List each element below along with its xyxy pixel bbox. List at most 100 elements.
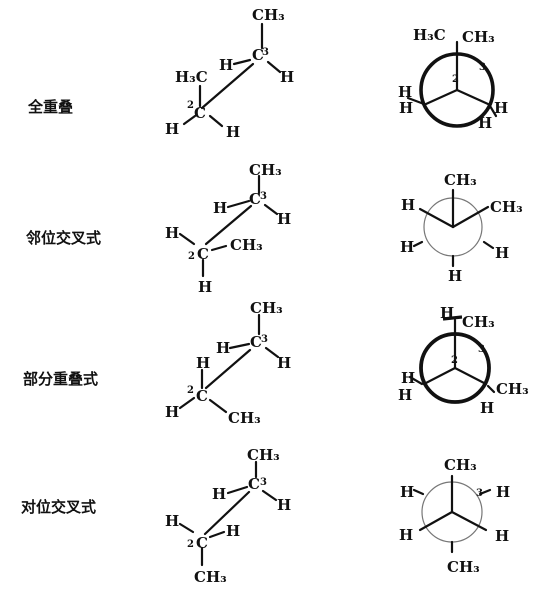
atom-label: H xyxy=(440,304,454,322)
carbon-number: 3 xyxy=(261,334,268,345)
carbon-number: 3 xyxy=(476,488,483,499)
bond xyxy=(228,342,251,350)
bond xyxy=(455,88,490,106)
bond xyxy=(208,530,226,539)
newman-projection: CH₃ CH₃ H H H H xyxy=(400,171,523,285)
bond xyxy=(406,96,426,106)
atom-label: H xyxy=(219,56,233,74)
atom-label: CH₃ xyxy=(250,299,283,317)
atom-label: CH₃ xyxy=(247,446,280,464)
carbon-number: 3 xyxy=(262,47,269,58)
atom-label: H xyxy=(198,278,212,296)
bond xyxy=(486,384,496,394)
atom-label: H xyxy=(400,483,414,501)
newman-projection: H CH₃ 2 3 H H H CH₃ xyxy=(398,304,529,417)
bond xyxy=(178,522,195,534)
atom-label: CH₃ xyxy=(249,161,282,179)
atom-label: H xyxy=(495,527,509,545)
atom-label: CH₃ xyxy=(447,558,480,576)
atom-label: CH₃ xyxy=(444,456,477,474)
atom-label: H xyxy=(448,267,462,285)
atom-label: H xyxy=(398,386,412,404)
atom-label: H xyxy=(213,199,227,217)
atom-label: CH₃ xyxy=(252,6,285,24)
atom-label: H xyxy=(401,196,415,214)
bond xyxy=(226,485,249,495)
atom-label: H xyxy=(165,120,179,138)
atom-label: C xyxy=(196,534,208,552)
carbon-number: 2 xyxy=(451,355,458,366)
bond xyxy=(478,488,492,496)
atom-label: CH₃ xyxy=(230,236,263,254)
bond xyxy=(408,375,424,386)
atom-label: C xyxy=(196,387,208,405)
bond xyxy=(208,398,228,414)
bond xyxy=(210,244,228,252)
bond xyxy=(424,88,459,106)
atom-label: H xyxy=(196,354,210,372)
bond xyxy=(203,490,251,536)
atom-label: H xyxy=(496,483,510,501)
atom-label: CH₃ xyxy=(228,409,261,427)
atom-label: H xyxy=(401,369,415,387)
atom-label: H xyxy=(494,99,508,117)
bond xyxy=(208,114,224,128)
row-label: 部分重叠式 xyxy=(23,370,98,388)
bond xyxy=(182,114,197,126)
row-label: 全重叠 xyxy=(27,98,73,116)
bond xyxy=(422,366,457,386)
atom-label: CH₃ xyxy=(462,313,495,331)
atom-label: H₃C xyxy=(175,68,208,86)
bond xyxy=(200,62,255,110)
atom-label: CH₃ xyxy=(194,568,227,586)
bond xyxy=(178,232,196,246)
atom-label: CH₃ xyxy=(444,171,477,189)
carbon-number: 2 xyxy=(187,385,194,396)
atom-label: H xyxy=(216,339,230,357)
row-anti: 对位交叉式 CH₃ C 3 H H H 2 C H CH₃ xyxy=(21,446,510,586)
atom-label: CH₃ xyxy=(490,198,523,216)
bond xyxy=(232,58,252,66)
atom-label: H xyxy=(165,403,179,421)
carbon-number: 2 xyxy=(452,74,459,85)
carbon-number: 2 xyxy=(188,251,195,262)
atom-label: H xyxy=(277,210,291,228)
sawhorse-projection: CH₃ C 3 H H H 2 C H CH₃ xyxy=(165,446,291,586)
atom-label: H xyxy=(280,68,294,86)
bond xyxy=(261,489,278,502)
atom-label: C xyxy=(194,104,206,122)
carbon-number: 2 xyxy=(187,100,194,111)
atom-label: H xyxy=(480,399,494,417)
row-gauche: 邻位交叉式 CH₃ C 3 H H H 2 C CH₃ H xyxy=(25,161,523,296)
bond xyxy=(450,510,488,532)
atom-label: H xyxy=(226,522,240,540)
carbon-number: 2 xyxy=(187,539,194,550)
atom-label: H xyxy=(495,244,509,262)
atom-label: C xyxy=(197,245,209,263)
bond xyxy=(264,346,280,359)
row-label: 对位交叉式 xyxy=(21,498,96,516)
atom-label: H xyxy=(212,485,226,503)
atom-label: C xyxy=(252,46,264,64)
sawhorse-projection: CH₃ C 3 H H H 2 C H CH₃ xyxy=(165,299,291,427)
atom-label: C xyxy=(249,190,261,208)
bond xyxy=(204,204,253,246)
atom-label: C xyxy=(250,333,262,351)
bond xyxy=(178,396,196,410)
atom-label: H xyxy=(399,99,413,117)
carbon-number: 3 xyxy=(260,191,267,202)
bond xyxy=(482,240,495,250)
bond xyxy=(204,348,252,390)
sawhorse-projection: CH₃ C 3 H H H 2 C CH₃ H xyxy=(165,161,291,296)
atom-label: CH₃ xyxy=(496,380,529,398)
newman-projection: H₃C CH₃ 2 3 H H H H xyxy=(398,26,508,132)
atom-label: H xyxy=(400,238,414,256)
row-eclipsed: 全重叠 CH₃ C 3 H H H₃C 2 C H H xyxy=(27,6,508,141)
carbon-number: 3 xyxy=(260,477,267,488)
atom-label: H xyxy=(398,83,412,101)
bond xyxy=(453,366,488,386)
atom-label: H₃C xyxy=(413,26,446,44)
atom-label: H xyxy=(226,123,240,141)
row-partially-eclipsed: 部分重叠式 CH₃ C 3 H H H 2 C H CH₃ xyxy=(23,299,529,427)
